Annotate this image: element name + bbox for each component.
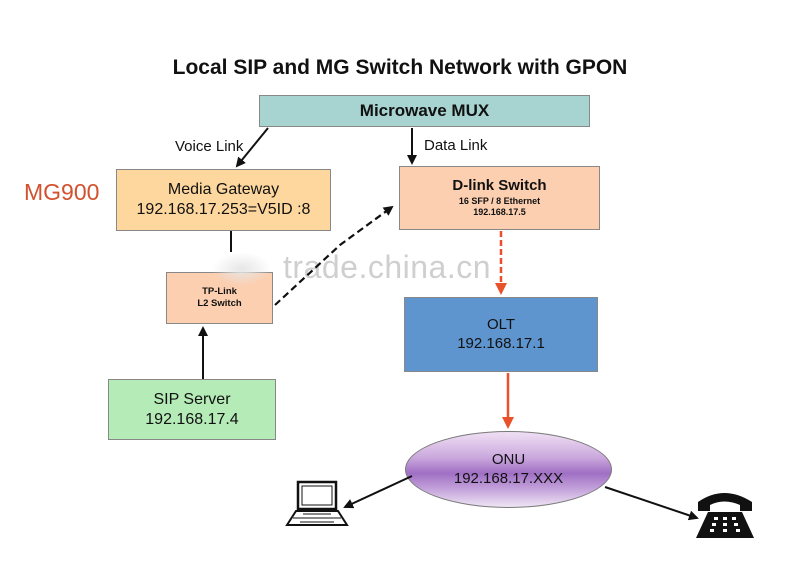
sip-title: SIP Server bbox=[153, 390, 231, 408]
dlink-address: 192.168.17.5 bbox=[473, 207, 526, 218]
watermark-glow bbox=[212, 252, 272, 286]
dlink-title: D-link Switch bbox=[452, 177, 547, 195]
voice-link-arrow bbox=[235, 127, 269, 168]
onu-node: ONU 192.168.17.XXX bbox=[405, 431, 612, 508]
media-gateway-address: 192.168.17.253=V5ID :8 bbox=[136, 201, 311, 218]
media-gateway-title: Media Gateway bbox=[167, 181, 280, 198]
sip-server-node: SIP Server 192.168.17.4 bbox=[108, 379, 276, 440]
olt-node: OLT 192.168.17.1 bbox=[404, 297, 598, 372]
voice-link-label: Voice Link bbox=[175, 138, 244, 155]
onu-to-laptop-arrow bbox=[343, 475, 413, 509]
sip-address: 192.168.17.4 bbox=[145, 410, 239, 428]
tplink-title: TP-Link bbox=[202, 286, 237, 298]
data-link-label: Data Link bbox=[424, 137, 488, 154]
olt-address: 192.168.17.1 bbox=[457, 334, 545, 352]
tplink-subtitle: L2 Switch bbox=[197, 298, 242, 309]
dlink-switch-node: D-link Switch 16 SFP / 8 Ethernet 192.16… bbox=[399, 166, 600, 230]
onu-title: ONU bbox=[491, 450, 526, 468]
olt-title: OLT bbox=[486, 315, 516, 333]
diagram-title: Local SIP and MG Switch Network with GPO… bbox=[172, 56, 628, 79]
mg900-label: MG900 bbox=[24, 179, 100, 205]
onu-address: 192.168.17.XXX bbox=[453, 469, 564, 487]
dlink-ports: 16 SFP / 8 Ethernet bbox=[458, 196, 541, 207]
tplink-to-dlink-arrow bbox=[274, 205, 394, 306]
mux-label: Microwave MUX bbox=[359, 101, 490, 121]
telephone-icon bbox=[696, 493, 754, 538]
microwave-mux-node: Microwave MUX bbox=[259, 95, 590, 127]
onu-to-telephone-arrow bbox=[604, 486, 699, 521]
laptop-icon bbox=[285, 480, 349, 526]
media-gateway-node: Media Gateway 192.168.17.253=V5ID :8 bbox=[116, 169, 331, 231]
